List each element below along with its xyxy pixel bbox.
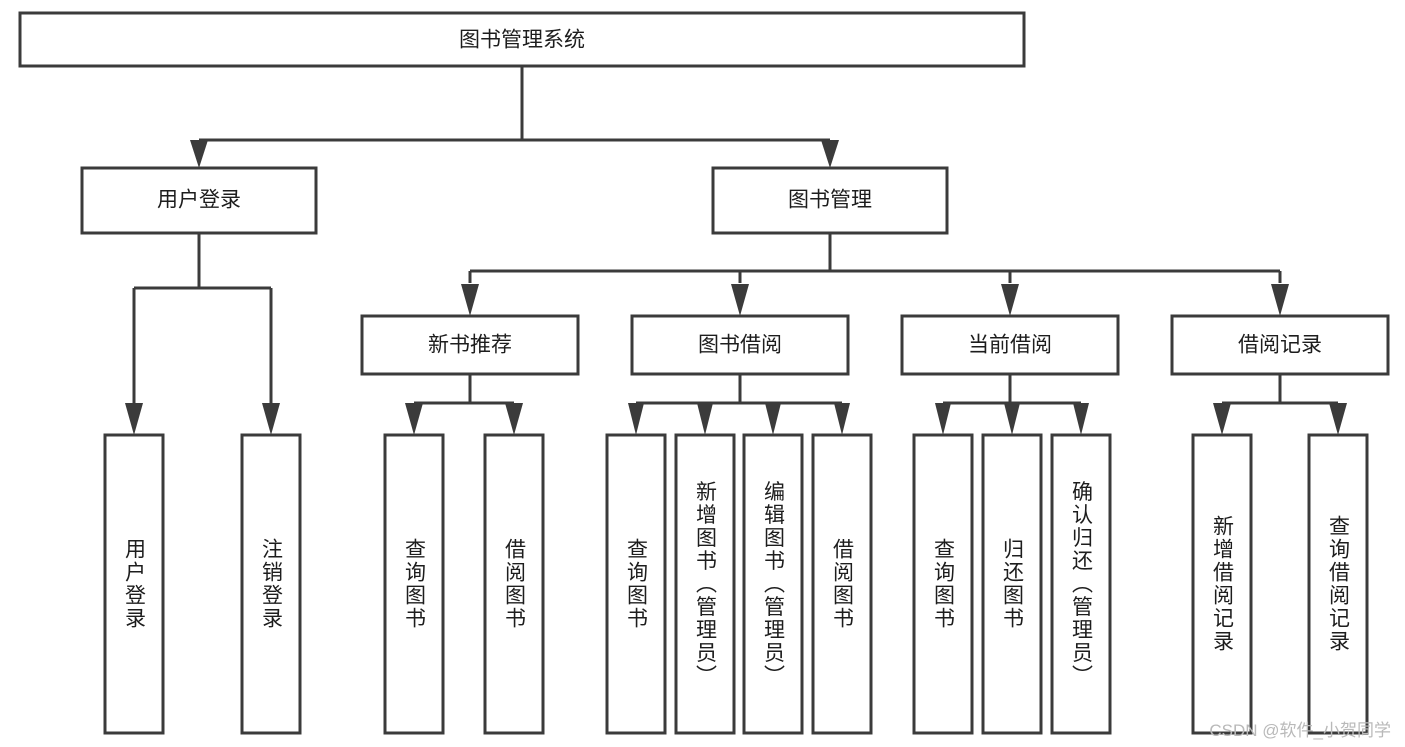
leaf-current-borrow-2-box[interactable] — [981, 433, 1043, 735]
leaf-new-book-2[interactable]: 借阅图书 — [483, 433, 545, 735]
connector-group-user-login — [125, 233, 280, 435]
arrow-book-borrow-leaf-4 — [834, 403, 850, 435]
leaf-current-borrow-3-box[interactable] — [1050, 433, 1112, 735]
leaf-book-borrow-4[interactable]: 借阅图书 — [811, 433, 873, 735]
leaf-current-borrow-1[interactable]: 查询图书 — [912, 433, 974, 735]
leaf-current-borrow-2[interactable]: 归还图书 — [981, 433, 1043, 735]
arrow-user-login-leaf-1 — [125, 403, 143, 435]
leaf-book-borrow-3-label: 编辑图书（管理员） — [762, 481, 786, 688]
arrow-new-book-leaf-1 — [405, 403, 423, 435]
arrow-current-borrow-leaf-2 — [1004, 403, 1020, 435]
connector-group-book-borrow — [628, 374, 850, 435]
node-book-borrow-box[interactable] — [630, 314, 850, 376]
leaf-book-borrow-1-box[interactable] — [605, 433, 667, 735]
arrow-borrow-record-leaf-2 — [1329, 403, 1347, 435]
leaf-user-login-2[interactable]: 注销登录 — [240, 433, 302, 735]
leaf-book-borrow-2[interactable]: 新增图书（管理员） — [674, 433, 736, 735]
leaf-current-borrow-3-label: 确认归还（管理员） — [1070, 481, 1094, 688]
node-root-system-box[interactable] — [18, 11, 1026, 68]
leaf-current-borrow-3[interactable]: 确认归还（管理员） — [1050, 433, 1112, 735]
leaf-book-borrow-4-label: 借阅图书 — [831, 538, 855, 630]
leaf-user-login-1[interactable]: 用户登录 — [103, 433, 165, 735]
connector-group-root — [190, 66, 839, 168]
arrow-book-manage-to-book-borrow — [731, 284, 749, 316]
arrow-book-manage-to-current-borrow — [1001, 284, 1019, 316]
leaf-book-borrow-2-label: 新增图书（管理员） — [694, 481, 718, 688]
arrow-book-borrow-leaf-3 — [765, 403, 781, 435]
connector-group-borrow-record — [1213, 374, 1347, 435]
node-book-manage[interactable]: 图书管理 — [711, 166, 949, 235]
arrow-current-borrow-leaf-3 — [1073, 403, 1089, 435]
leaf-new-book-1[interactable]: 查询图书 — [383, 433, 445, 735]
arrow-book-manage-to-borrow-record — [1271, 284, 1289, 316]
node-book-borrow-label: 图书借阅 — [698, 334, 782, 357]
leaf-borrow-record-1-label: 新增借阅记录 — [1211, 515, 1235, 653]
leaf-borrow-record-2-box[interactable] — [1307, 433, 1369, 735]
node-book-borrow[interactable]: 图书借阅 — [630, 314, 850, 376]
arrow-new-book-leaf-2 — [505, 403, 523, 435]
node-book-manage-label: 图书管理 — [788, 189, 872, 212]
connector-group-new-book — [405, 374, 523, 435]
arrow-book-manage-to-new-book — [461, 284, 479, 316]
node-borrow-record-box[interactable] — [1170, 314, 1390, 376]
node-root-system[interactable]: 图书管理系统 — [18, 11, 1026, 68]
leaf-book-borrow-4-box[interactable] — [811, 433, 873, 735]
leaf-book-borrow-1-label: 查询图书 — [625, 538, 649, 630]
node-current-borrow-box[interactable] — [900, 314, 1120, 376]
leaf-current-borrow-2-label: 归还图书 — [1001, 538, 1025, 630]
node-borrow-record[interactable]: 借阅记录 — [1170, 314, 1390, 376]
leaf-current-borrow-1-label: 查询图书 — [932, 538, 956, 630]
leaf-user-login-2-label: 注销登录 — [260, 538, 284, 630]
csdn-watermark: CSDN @软件_小贺同学 — [1209, 721, 1391, 740]
connector-group-book-manage — [461, 233, 1289, 316]
leaf-new-book-2-label: 借阅图书 — [503, 538, 527, 630]
arrow-user-login-leaf-2 — [262, 403, 280, 435]
leaf-book-borrow-2-box[interactable] — [674, 433, 736, 735]
leaf-new-book-1-box[interactable] — [383, 433, 445, 735]
node-borrow-record-label: 借阅记录 — [1238, 334, 1322, 357]
connector-group-current-borrow — [935, 374, 1089, 435]
arrow-borrow-record-leaf-1 — [1213, 403, 1231, 435]
arrow-root-to-user-login — [190, 140, 208, 168]
node-new-book-recommend-label: 新书推荐 — [428, 334, 512, 357]
arrow-root-to-book-manage — [821, 140, 839, 168]
node-new-book-recommend[interactable]: 新书推荐 — [360, 314, 580, 376]
node-current-borrow[interactable]: 当前借阅 — [900, 314, 1120, 376]
leaf-borrow-record-2[interactable]: 查询借阅记录 — [1307, 433, 1369, 735]
node-root-system-label: 图书管理系统 — [459, 29, 585, 52]
leaf-new-book-1-label: 查询图书 — [403, 538, 427, 630]
leaf-book-borrow-3-box[interactable] — [742, 433, 804, 735]
node-new-book-recommend-box[interactable] — [360, 314, 580, 376]
leaf-book-borrow-3[interactable]: 编辑图书（管理员） — [742, 433, 804, 735]
node-user-login-label: 用户登录 — [157, 189, 241, 212]
leaf-borrow-record-1-box[interactable] — [1191, 433, 1253, 735]
leaf-borrow-record-2-label: 查询借阅记录 — [1327, 515, 1351, 653]
leaf-new-book-2-box[interactable] — [483, 433, 545, 735]
node-current-borrow-label: 当前借阅 — [968, 334, 1052, 357]
leaf-current-borrow-1-box[interactable] — [912, 433, 974, 735]
leaf-borrow-record-1[interactable]: 新增借阅记录 — [1191, 433, 1253, 735]
leaf-user-login-1-box[interactable] — [103, 433, 165, 735]
leaf-book-borrow-1[interactable]: 查询图书 — [605, 433, 667, 735]
node-user-login-box[interactable] — [80, 166, 318, 235]
node-user-login[interactable]: 用户登录 — [80, 166, 318, 235]
arrow-book-borrow-leaf-2 — [697, 403, 713, 435]
leaf-user-login-2-box[interactable] — [240, 433, 302, 735]
arrow-current-borrow-leaf-1 — [935, 403, 951, 435]
arrow-book-borrow-leaf-1 — [628, 403, 644, 435]
node-book-manage-box[interactable] — [711, 166, 949, 235]
leaf-user-login-1-label: 用户登录 — [123, 538, 147, 630]
